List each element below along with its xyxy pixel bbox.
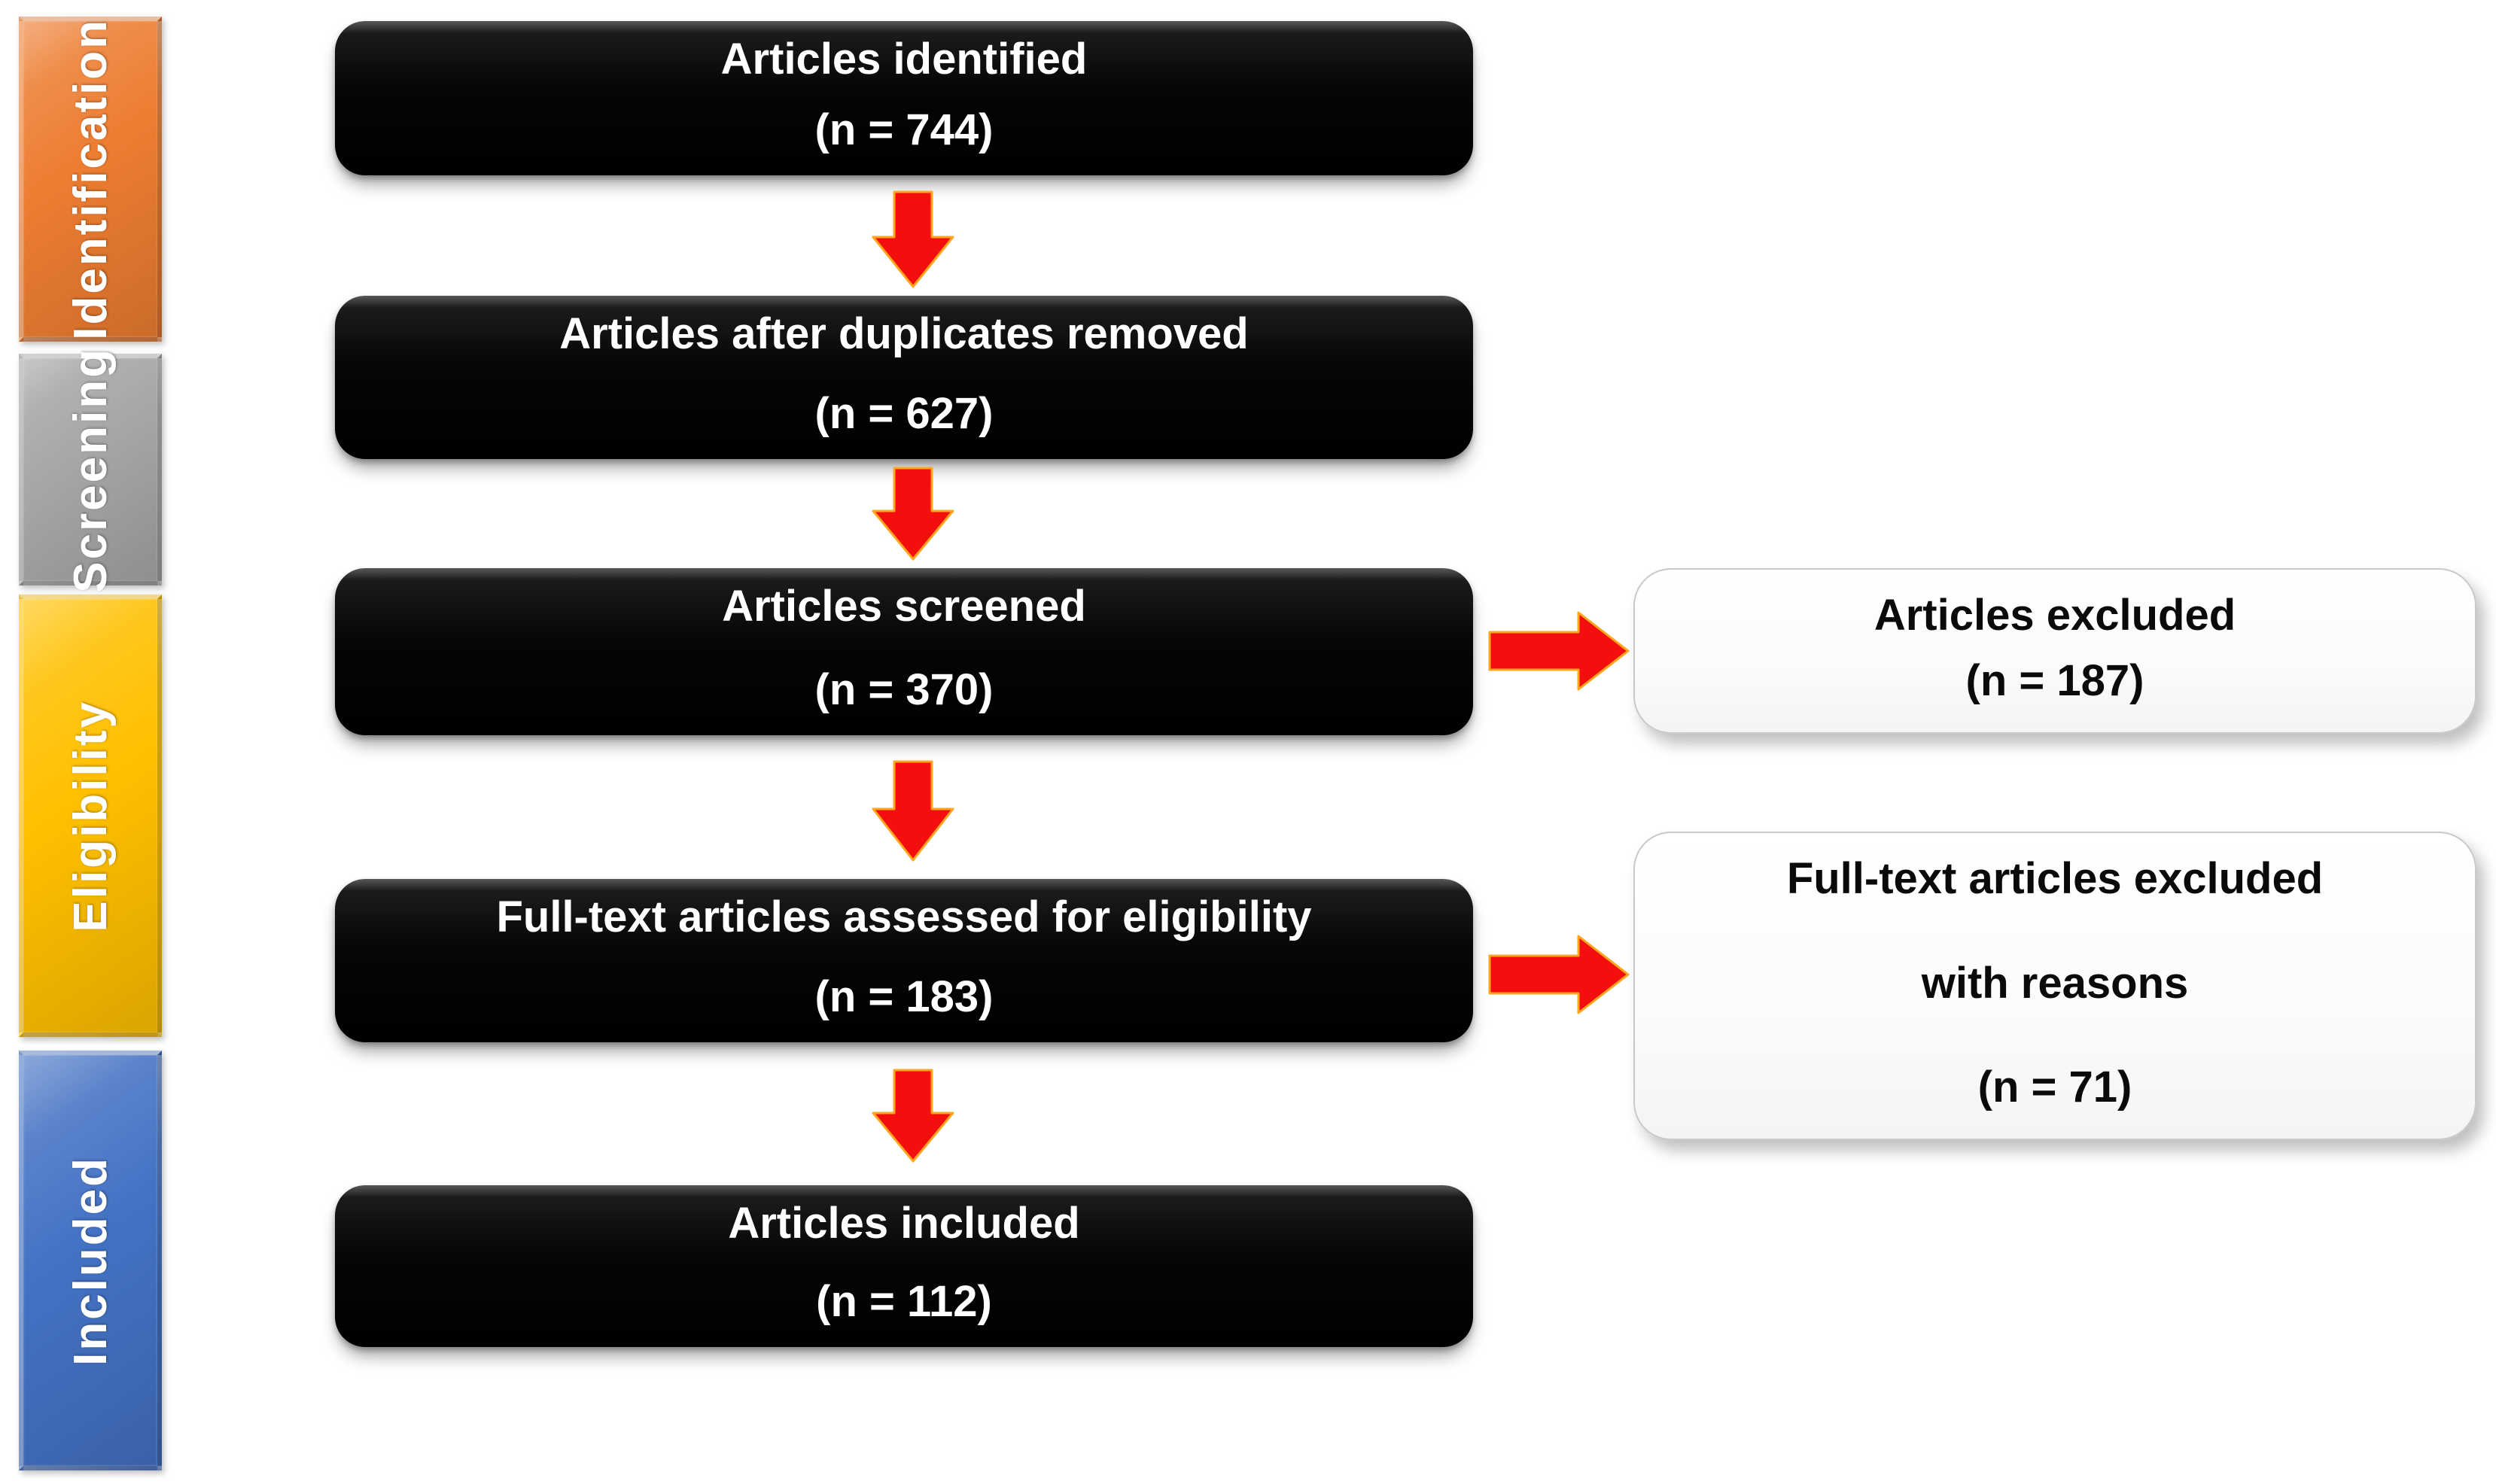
exclusion-box-articles-excluded: Articles excluded (n = 187) — [1633, 568, 2476, 734]
flow-box-count: (n = 112) — [816, 1277, 992, 1327]
flow-box-articles-identified: Articles identified (n = 744) — [335, 21, 1473, 175]
exclusion-box-title: Full-text articles excluded — [1786, 854, 2324, 903]
exclusion-box-fulltext-excluded: Full-text articles excluded with reasons… — [1633, 832, 2476, 1140]
flow-box-fulltext-assessed: Full-text articles assessed for eligibil… — [335, 879, 1473, 1042]
exclusion-box-subtitle: with reasons — [1921, 958, 2189, 1008]
flow-box-title: Articles identified — [720, 35, 1088, 84]
flow-box-articles-included: Articles included (n = 112) — [335, 1185, 1473, 1347]
exclusion-box-count: (n = 71) — [1977, 1063, 2132, 1112]
flow-box-title: Articles after duplicates removed — [559, 309, 1249, 358]
stage-label-eligibility: Eligibility — [64, 699, 117, 932]
flow-box-count: (n = 183) — [814, 972, 994, 1022]
flow-box-title: Articles included — [728, 1199, 1080, 1248]
down-arrow-icon — [872, 1069, 954, 1163]
stage-label-screening: Screening — [64, 346, 117, 593]
flow-box-title: Articles screened — [722, 582, 1086, 631]
stage-bar-screening: Screening — [19, 347, 162, 592]
right-arrow-icon — [1488, 611, 1630, 691]
stage-label-included: Included — [64, 1155, 117, 1366]
flow-box-count: (n = 627) — [814, 389, 994, 439]
stage-bar-eligibility: Eligibility — [19, 595, 162, 1037]
flow-box-articles-screened: Articles screened (n = 370) — [335, 568, 1473, 735]
flow-box-after-duplicates-removed: Articles after duplicates removed (n = 6… — [335, 296, 1473, 459]
exclusion-box-count: (n = 187) — [1965, 656, 2144, 706]
exclusion-box-title: Articles excluded — [1874, 591, 2236, 640]
flow-box-count: (n = 370) — [814, 665, 994, 715]
right-arrow-icon — [1488, 935, 1630, 1014]
stage-label-identification: Identification — [64, 18, 117, 340]
stage-bar-included: Included — [19, 1051, 162, 1470]
flow-box-count: (n = 744) — [814, 105, 994, 155]
stage-bar-identification: Identification — [19, 17, 162, 342]
down-arrow-icon — [872, 760, 954, 862]
down-arrow-icon — [872, 467, 954, 561]
down-arrow-icon — [872, 190, 954, 288]
flow-box-title: Full-text articles assessed for eligibil… — [496, 893, 1312, 941]
